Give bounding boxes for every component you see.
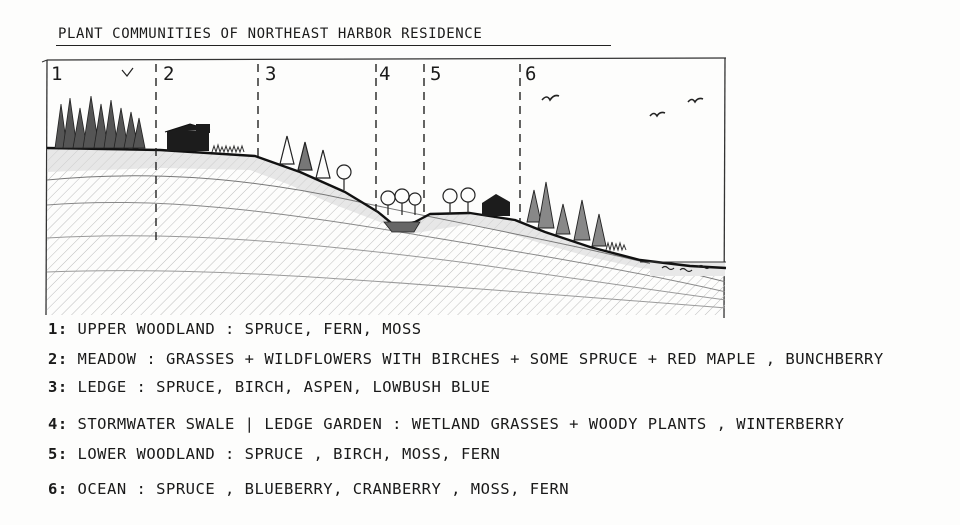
check-mark-icon: [121, 67, 134, 77]
legend-number: 3:: [48, 378, 68, 396]
legend-text: MEADOW : GRASSES + WILDFLOWERS WITH BIRC…: [77, 350, 884, 368]
zone-number-2: 2: [163, 63, 174, 85]
spruce-tree-icon: [279, 135, 331, 179]
bird-icon: [541, 94, 704, 118]
zone-dividers: [155, 64, 521, 240]
legend-number: 2:: [48, 350, 68, 368]
water-wave-icon: [661, 264, 711, 273]
meadow-grass-icon: [211, 143, 245, 154]
title-underline: [56, 45, 611, 46]
legend-item: 2: MEADOW : GRASSES + WILDFLOWERS WITH B…: [48, 350, 884, 368]
legend-text: OCEAN : SPRUCE , BLUEBERRY, CRANBERRY , …: [77, 480, 570, 498]
diagram-title: PLANT COMMUNITIES OF NORTHEAST HARBOR RE…: [58, 26, 483, 42]
legend-text: STORMWATER SWALE | LEDGE GARDEN : WETLAN…: [77, 415, 845, 433]
strata-line-1: [47, 175, 725, 283]
shore-grass-icon: [605, 241, 627, 252]
legend-number: 6:: [48, 480, 68, 498]
strata-line-3: [47, 235, 725, 301]
zone-number-5: 5: [430, 63, 441, 85]
upper-soil-band: [47, 148, 725, 275]
legend-text: LEDGE : SPRUCE, BIRCH, ASPEN, LOWBUSH BL…: [77, 378, 491, 396]
legend-item: 6: OCEAN : SPRUCE , BLUEBERRY, CRANBERRY…: [48, 480, 569, 498]
legend-number: 1:: [48, 320, 68, 338]
zone-number-1: 1: [51, 63, 62, 85]
zone-number-6: 6: [525, 63, 536, 85]
strata-line-4: [47, 270, 725, 309]
legend-item: 5: LOWER WOODLAND : SPRUCE , BIRCH, MOSS…: [48, 445, 500, 463]
legend-item: 4: STORMWATER SWALE | LEDGE GARDEN : WET…: [48, 415, 844, 433]
ground-section: [47, 148, 725, 315]
birch-tree-icon: [336, 164, 352, 190]
ocean-water: [650, 262, 725, 276]
ground-surface-line: [46, 146, 727, 270]
legend-number: 4:: [48, 415, 68, 433]
legend-text: LOWER WOODLAND : SPRUCE , BIRCH, MOSS, F…: [77, 445, 501, 463]
birch-tree-icon: [442, 187, 476, 214]
house-icon: [164, 123, 211, 151]
legend-item: 1: UPPER WOODLAND : SPRUCE, FERN, MOSS: [48, 320, 422, 338]
spruce-tree-icon: [54, 95, 146, 149]
swale-planting-icon: [383, 221, 421, 233]
spruce-tree-icon: [526, 181, 607, 247]
legend-item: 3: LEDGE : SPRUCE, BIRCH, ASPEN, LOWBUSH…: [48, 378, 490, 396]
legend-text: UPPER WOODLAND : SPRUCE, FERN, MOSS: [77, 320, 422, 338]
zone-number-4: 4: [379, 63, 390, 85]
cabin-icon: [482, 194, 510, 216]
zone-number-3: 3: [265, 63, 276, 85]
birch-tree-icon: [380, 188, 422, 215]
legend-number: 5:: [48, 445, 68, 463]
zone-labels: 1 2 3 4 5 6: [51, 63, 536, 85]
